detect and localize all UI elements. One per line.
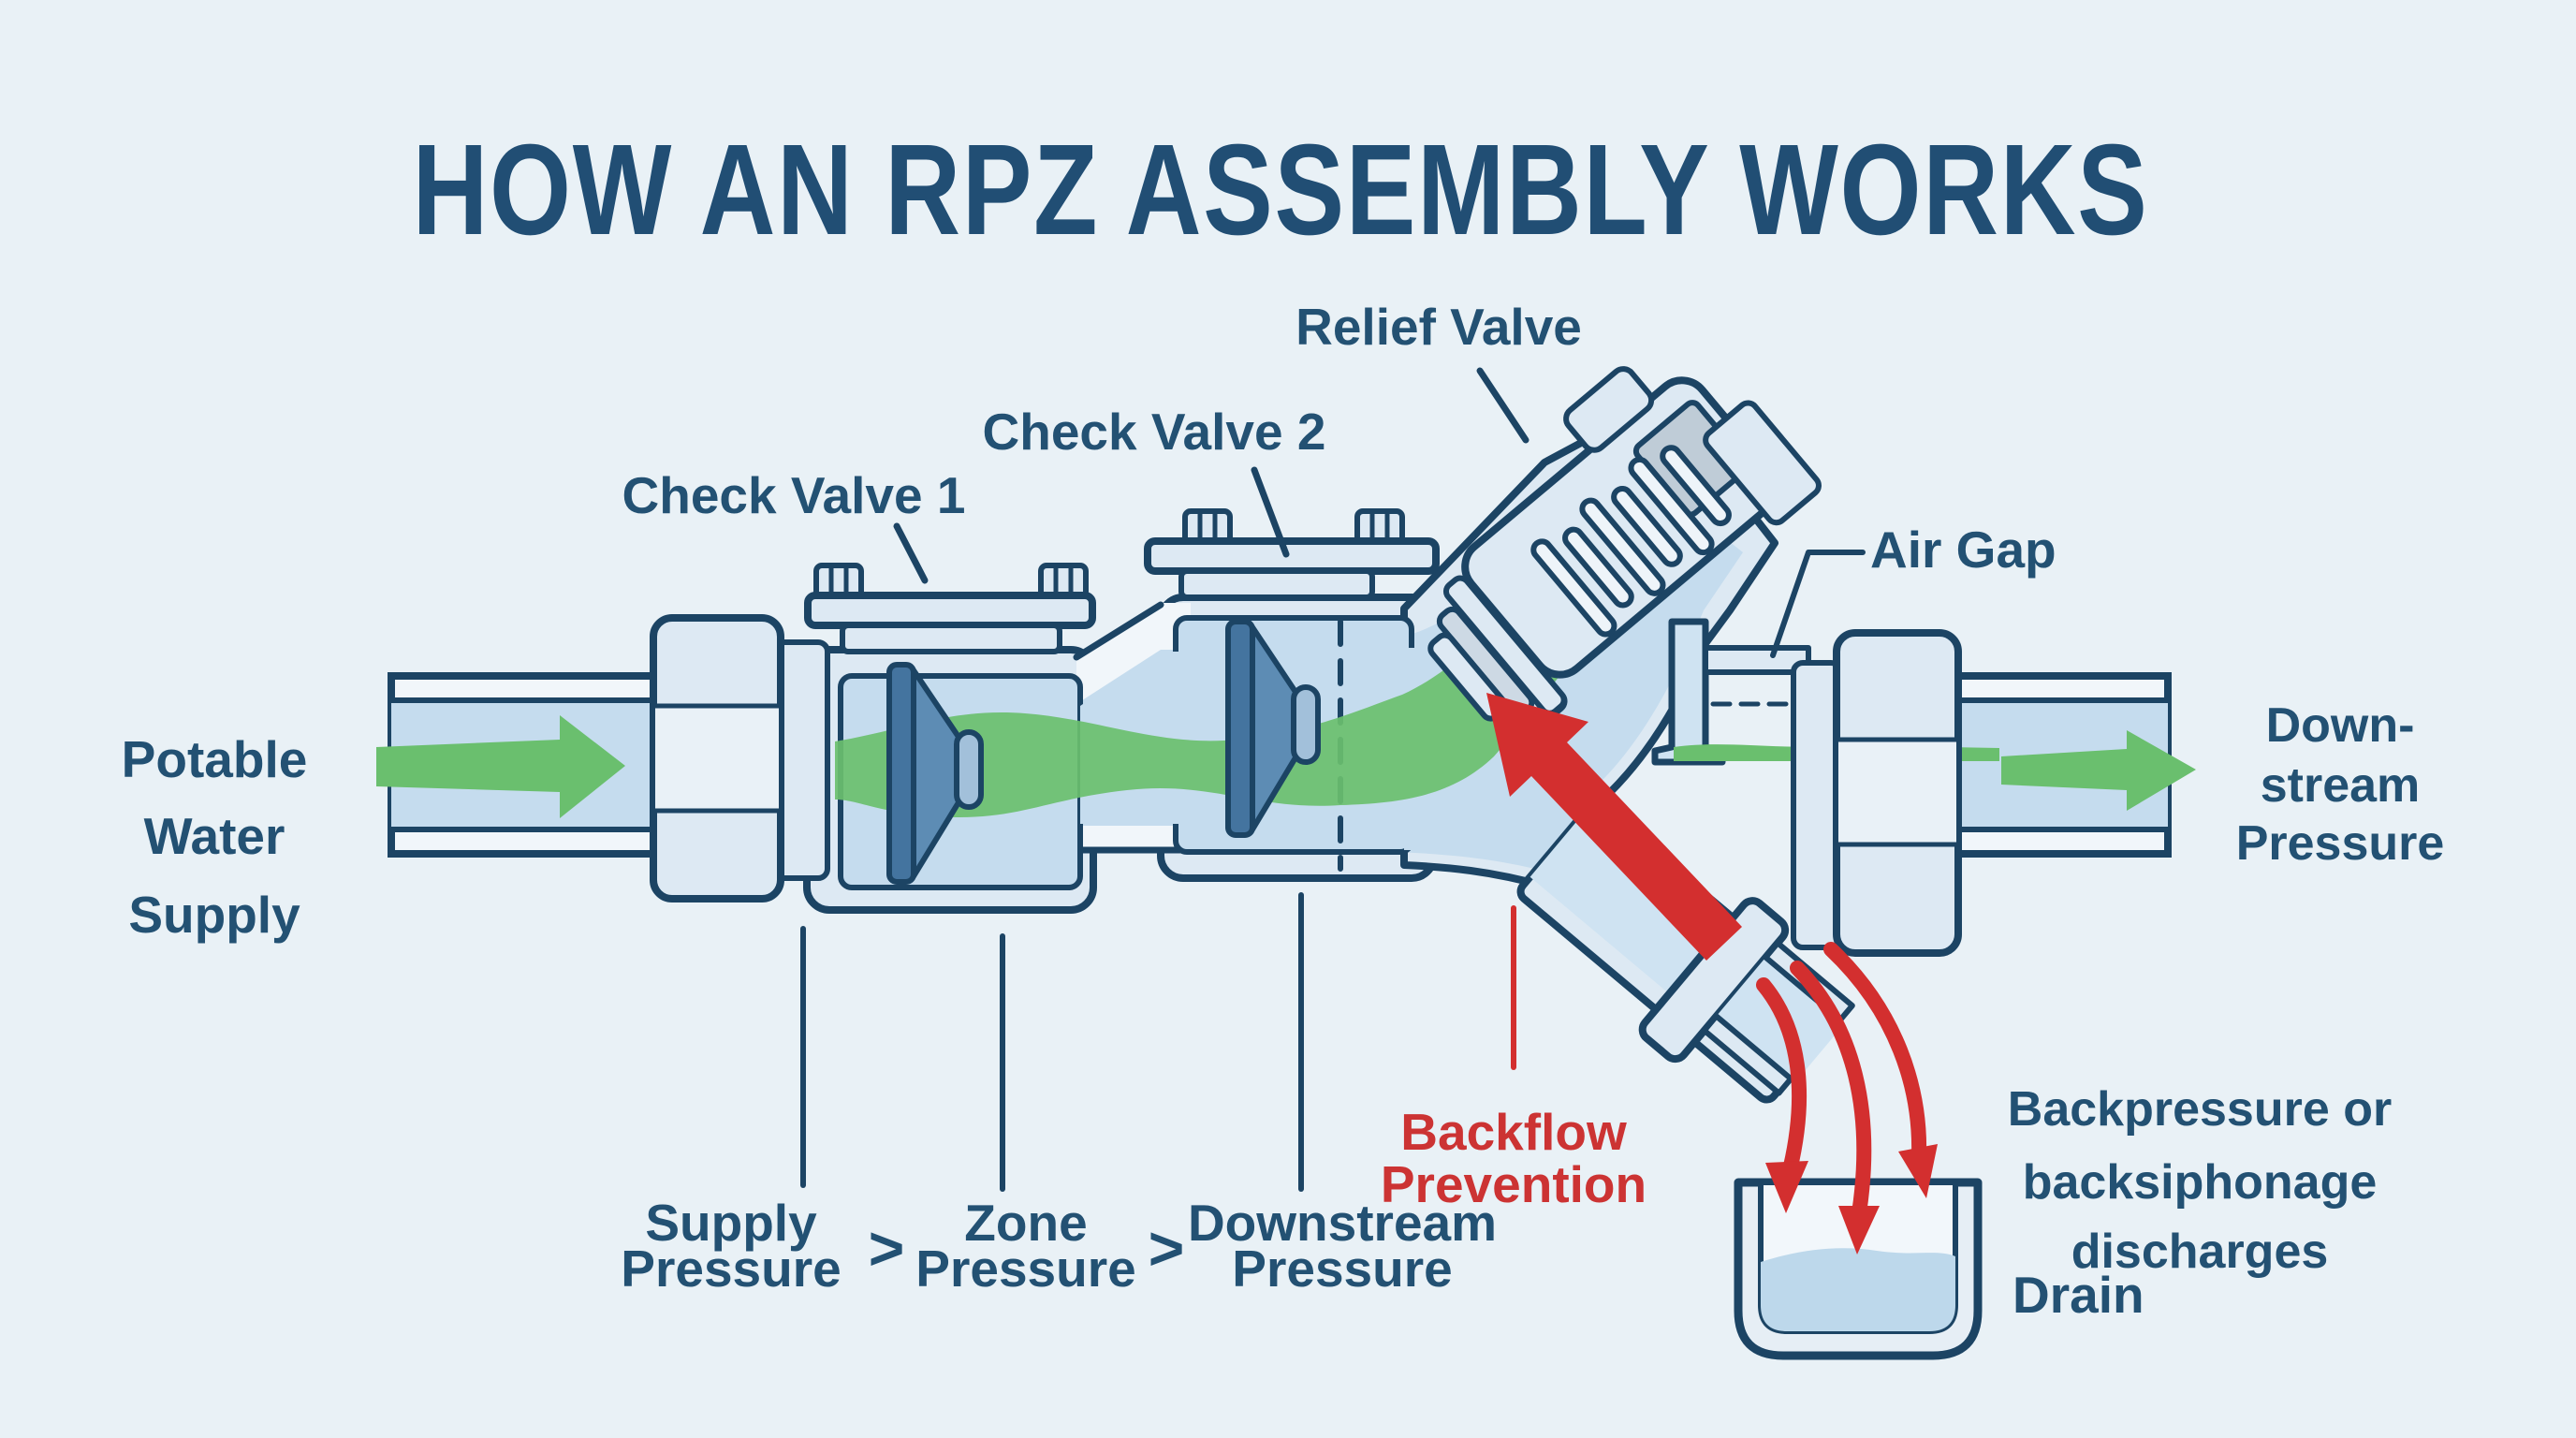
leader-lines bbox=[800, 367, 1866, 1192]
greater-than-icon: > bbox=[869, 1213, 905, 1283]
svg-text:Pressure: Pressure bbox=[621, 1240, 841, 1298]
union-nut-left bbox=[650, 614, 830, 902]
page-title: HOW AN RPZ ASSEMBLY WORKS bbox=[413, 118, 2149, 262]
svg-text:Water: Water bbox=[144, 807, 285, 865]
label-check-valve-2: Check Valve 2 bbox=[983, 403, 1326, 461]
svg-text:Supply: Supply bbox=[645, 1194, 817, 1252]
svg-text:Down-: Down- bbox=[2266, 698, 2415, 753]
svg-text:Pressure: Pressure bbox=[915, 1240, 1135, 1298]
svg-text:Backflow: Backflow bbox=[1400, 1103, 1627, 1161]
supply-flow-arrow bbox=[376, 715, 625, 818]
svg-text:Potable: Potable bbox=[122, 730, 308, 788]
greater-than-icon: > bbox=[1149, 1213, 1185, 1283]
check-valve-1-clapper bbox=[886, 662, 984, 885]
leader-relief-valve bbox=[1476, 367, 1530, 444]
svg-text:Zone: Zone bbox=[964, 1194, 1087, 1252]
forward-flow-band bbox=[835, 594, 1582, 817]
downstream-flow-arrow bbox=[2001, 730, 2196, 811]
backflow-arrow bbox=[1486, 693, 1742, 961]
svg-text:Supply: Supply bbox=[128, 886, 300, 944]
label-potable-water-supply: Potable Water Supply bbox=[122, 730, 308, 944]
check-valve-2-clapper bbox=[1225, 619, 1321, 838]
label-backflow-prevention: Backflow Prevention bbox=[1381, 1103, 1647, 1213]
union-nut-right bbox=[1791, 629, 1962, 957]
label-relief-valve: Relief Valve bbox=[1295, 298, 1582, 356]
svg-text:stream: stream bbox=[2261, 758, 2421, 813]
label-downstream-pressure-right: Down- stream Pressure bbox=[2236, 698, 2445, 871]
svg-text:discharges: discharges bbox=[2071, 1225, 2329, 1279]
drain-water bbox=[1761, 1248, 1955, 1331]
label-check-valve-1: Check Valve 1 bbox=[622, 466, 966, 524]
relief-valve-right-bracket bbox=[1703, 400, 1822, 526]
label-air-gap: Air Gap bbox=[1870, 521, 2056, 579]
svg-text:Pressure: Pressure bbox=[2236, 816, 2445, 871]
check-valve-2-bonnet bbox=[1144, 508, 1440, 600]
relief-valve-cap bbox=[1563, 366, 1655, 453]
check-valve-1-bonnet bbox=[804, 563, 1096, 654]
drain-cup bbox=[1734, 1178, 1983, 1360]
air-gap-dashed-box bbox=[1703, 701, 1808, 756]
discharge-arrows bbox=[1756, 942, 1938, 1255]
label-backpressure-discharges: Backpressure or backsiphonage discharges bbox=[2008, 1082, 2392, 1279]
label-drain: Drain bbox=[2012, 1266, 2144, 1324]
relief-valve-spring bbox=[1530, 445, 1732, 638]
svg-text:backsiphonage: backsiphonage bbox=[2023, 1155, 2378, 1210]
svg-text:Prevention: Prevention bbox=[1381, 1155, 1647, 1213]
relief-valve-assembly bbox=[1427, 366, 1822, 728]
leader-check-valve-1 bbox=[893, 522, 929, 584]
leader-air-gap bbox=[1770, 550, 1866, 658]
svg-text:Pressure: Pressure bbox=[1232, 1240, 1452, 1298]
svg-text:Backpressure or: Backpressure or bbox=[2008, 1082, 2392, 1137]
leader-check-valve-2 bbox=[1251, 466, 1290, 558]
pressure-inequality: Supply Pressure > Zone Pressure > Downst… bbox=[621, 1194, 1497, 1298]
svg-text:Downstream: Downstream bbox=[1188, 1194, 1497, 1252]
